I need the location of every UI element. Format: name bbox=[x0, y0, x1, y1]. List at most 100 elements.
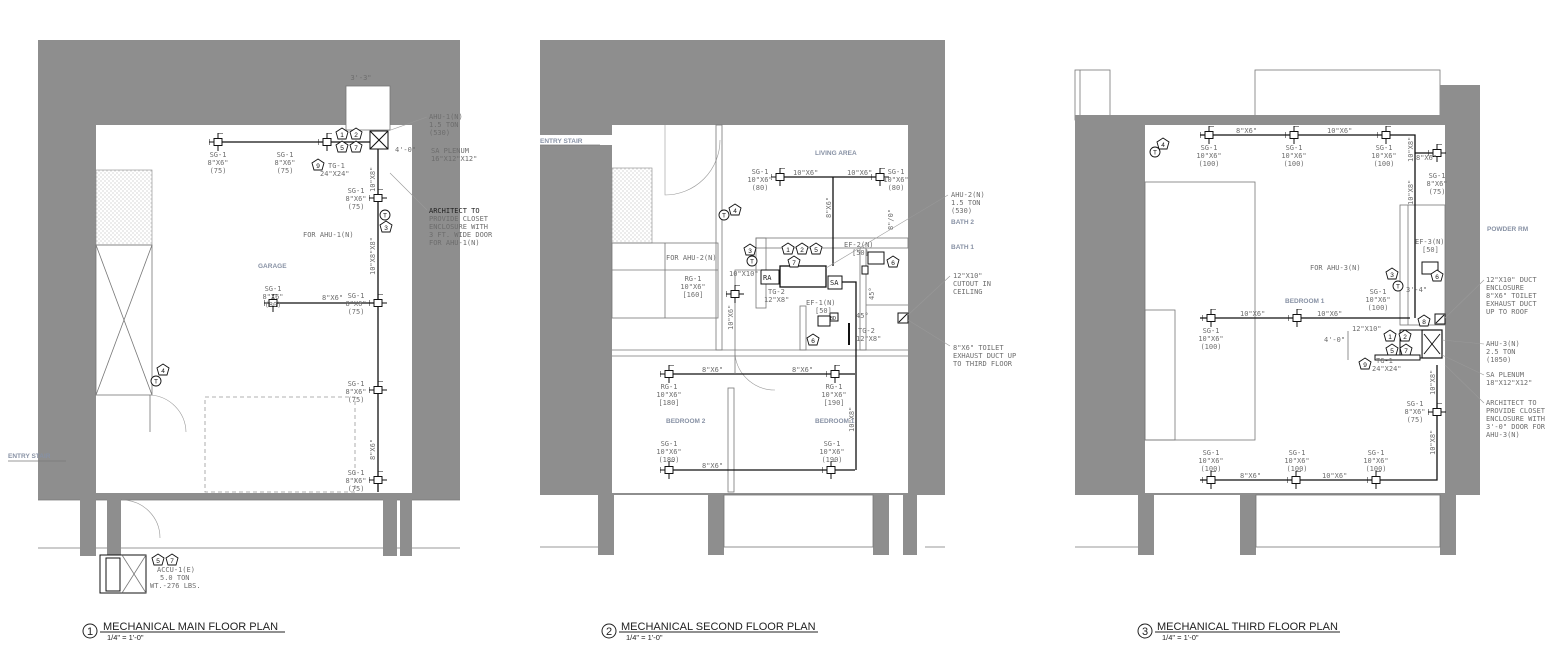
svg-text:6: 6 bbox=[811, 338, 815, 345]
return-air-box bbox=[760, 269, 780, 285]
svg-text:(75): (75) bbox=[348, 308, 365, 316]
svg-text:7: 7 bbox=[170, 558, 174, 565]
equipment-tags: 1 2 5 7 9 3 T 4 T bbox=[150, 127, 393, 387]
svg-text:(75): (75) bbox=[348, 485, 365, 493]
svg-text:3: 3 bbox=[1390, 272, 1394, 279]
svg-text:AHU-2(N): AHU-2(N) bbox=[951, 191, 985, 199]
svg-text:SG-1: SG-1 bbox=[1370, 288, 1387, 296]
svg-text:SG-1: SG-1 bbox=[348, 292, 365, 300]
diffuser-label: SG-18"X6"(75) bbox=[207, 151, 228, 175]
svg-text:(190): (190) bbox=[821, 456, 842, 464]
svg-text:SG-1: SG-1 bbox=[348, 380, 365, 388]
duct-size: 10"X8" bbox=[1407, 137, 1415, 162]
svg-text:2: 2 bbox=[606, 626, 612, 638]
plan-scale: 1/4" = 1'-0" bbox=[107, 633, 144, 642]
svg-text:10"X6": 10"X6" bbox=[1365, 296, 1390, 304]
duct-size: 8"X6" bbox=[702, 462, 723, 470]
svg-text:(100): (100) bbox=[1286, 465, 1307, 473]
svg-text:T: T bbox=[750, 259, 754, 266]
room-label-living-area: LIVING AREA bbox=[815, 150, 857, 157]
svg-text:TG-1: TG-1 bbox=[1376, 357, 1393, 365]
svg-text:9: 9 bbox=[1363, 362, 1367, 369]
svg-text:ARCHITECT TO: ARCHITECT TO bbox=[1486, 399, 1537, 407]
toilet-exhaust-note: 8"X6" TOILET EXHAUST DUCT UP TO THIRD FL… bbox=[953, 344, 1016, 368]
svg-text:MECHANICAL SECOND FLOOR PLAN: MECHANICAL SECOND FLOOR PLAN bbox=[621, 621, 816, 633]
svg-text:AHU-1(N): AHU-1(N) bbox=[429, 113, 463, 121]
svg-text:8"X6": 8"X6" bbox=[345, 388, 366, 396]
svg-text:WT.-276 LBS.: WT.-276 LBS. bbox=[150, 582, 201, 590]
svg-text:3'-0" DOOR FOR: 3'-0" DOOR FOR bbox=[1486, 423, 1546, 431]
garage-door-outline bbox=[204, 396, 356, 493]
thermostat-note: FOR AHU-3(N) bbox=[1310, 264, 1361, 272]
svg-text:[50]: [50] bbox=[1422, 246, 1439, 254]
svg-text:CUTOUT IN: CUTOUT IN bbox=[953, 280, 991, 288]
duct-size: 8"X6" bbox=[322, 294, 343, 302]
svg-text:MECHANICAL THIRD FLOOR PLAN: MECHANICAL THIRD FLOOR PLAN bbox=[1157, 621, 1338, 633]
svg-text:(75): (75) bbox=[1429, 188, 1446, 196]
svg-text:SG-1: SG-1 bbox=[1289, 449, 1306, 457]
svg-text:T: T bbox=[154, 379, 158, 386]
diffuser-label: SG-18"X6"(75) bbox=[274, 151, 295, 175]
svg-text:EF-2(N): EF-2(N) bbox=[844, 241, 874, 249]
svg-text:10"X6": 10"X6" bbox=[1284, 457, 1309, 465]
svg-text:18"X12"X12": 18"X12"X12" bbox=[1486, 379, 1532, 387]
svg-text:SG-1: SG-1 bbox=[348, 469, 365, 477]
diffuser-label: SG-18"X6"(75) bbox=[1404, 400, 1425, 424]
svg-text:5: 5 bbox=[814, 247, 818, 254]
room-label-bath-2: BATH 2 bbox=[951, 219, 974, 226]
equipment-tags: 1 2 5 7 3 T 4 T 6 6 bbox=[718, 203, 900, 346]
svg-text:4: 4 bbox=[733, 208, 737, 215]
duct-size: 10"X8"X8" bbox=[369, 237, 377, 275]
svg-text:2: 2 bbox=[1403, 334, 1407, 341]
duct-size: 8"X6" bbox=[1236, 127, 1257, 135]
room-label-powder-rm: POWDER RM bbox=[1487, 226, 1528, 233]
ahu-3-label: AHU-3(N) 2.5 TON (1050) bbox=[1486, 340, 1520, 364]
svg-text:1: 1 bbox=[1388, 334, 1392, 341]
duct-size: 8"X6" bbox=[702, 366, 723, 374]
room-label-entry-stair: ENTRY STAIR bbox=[540, 138, 583, 145]
svg-text:9: 9 bbox=[316, 163, 320, 170]
diffuser-label: SG-18"X6"(80) bbox=[262, 285, 283, 309]
rg-1-label: RG-110"X6"[160] bbox=[680, 275, 705, 299]
tg-1-label: TG-1 24"X24" bbox=[320, 162, 350, 178]
ef-2-label: EF-2(N)[50] bbox=[844, 241, 874, 257]
svg-text:1.5 TON: 1.5 TON bbox=[951, 199, 981, 207]
svg-text:ENCLOSURE: ENCLOSURE bbox=[1486, 284, 1524, 292]
svg-text:10"X6": 10"X6" bbox=[1198, 457, 1223, 465]
closet-note: ARCHITECT TO PROVIDE CLOSET ENCLOSURE WI… bbox=[429, 207, 493, 247]
duct-size: 10"X8" bbox=[848, 407, 856, 432]
duct-size: 10"X8" bbox=[1429, 430, 1437, 455]
svg-text:ENCLOSURE WITH: ENCLOSURE WITH bbox=[1486, 415, 1545, 423]
svg-text:SG-1: SG-1 bbox=[1201, 144, 1218, 152]
svg-text:(75): (75) bbox=[210, 167, 227, 175]
svg-text:3: 3 bbox=[384, 225, 388, 232]
diffuser-label: SG-110"X6"(100) bbox=[1371, 144, 1396, 168]
svg-text:2.5 TON: 2.5 TON bbox=[1486, 348, 1516, 356]
svg-text:SG-1: SG-1 bbox=[1203, 449, 1220, 457]
duct-size: 10"X6" bbox=[847, 169, 872, 177]
svg-text:10"X6": 10"X6" bbox=[819, 448, 844, 456]
svg-text:8"X6" TOILET: 8"X6" TOILET bbox=[953, 344, 1004, 352]
svg-text:ENCLOSURE WITH: ENCLOSURE WITH bbox=[429, 223, 488, 231]
accu-1-unit: 5 7 bbox=[99, 553, 179, 594]
tg-2-label: TG-212"X8" bbox=[764, 288, 789, 304]
room-label-bath-1: BATH 1 bbox=[951, 244, 974, 251]
closet-width-dim: 3'-4" bbox=[1406, 286, 1427, 294]
ef-3-label: EF-3(N)[50] bbox=[1415, 238, 1445, 254]
duct-size: 10"X6" bbox=[1322, 472, 1347, 480]
svg-text:SG-1: SG-1 bbox=[661, 440, 678, 448]
svg-text:RG-1: RG-1 bbox=[685, 275, 702, 283]
room-label-entry-stair: ENTRY STAIR bbox=[8, 453, 51, 460]
svg-text:1.5 TON: 1.5 TON bbox=[429, 121, 459, 129]
svg-text:10"X6": 10"X6" bbox=[1196, 152, 1221, 160]
svg-text:10"X6": 10"X6" bbox=[1371, 152, 1396, 160]
svg-text:TG-1: TG-1 bbox=[328, 162, 345, 170]
plan-number: 1 bbox=[87, 626, 93, 638]
svg-text:UP TO ROOF: UP TO ROOF bbox=[1486, 308, 1528, 316]
svg-text:(80): (80) bbox=[265, 301, 282, 309]
svg-text:2: 2 bbox=[354, 132, 358, 139]
ahu-closet bbox=[345, 85, 391, 131]
svg-text:T: T bbox=[1153, 150, 1157, 157]
diffuser-label: SG-18"X6"(75) bbox=[345, 187, 366, 211]
